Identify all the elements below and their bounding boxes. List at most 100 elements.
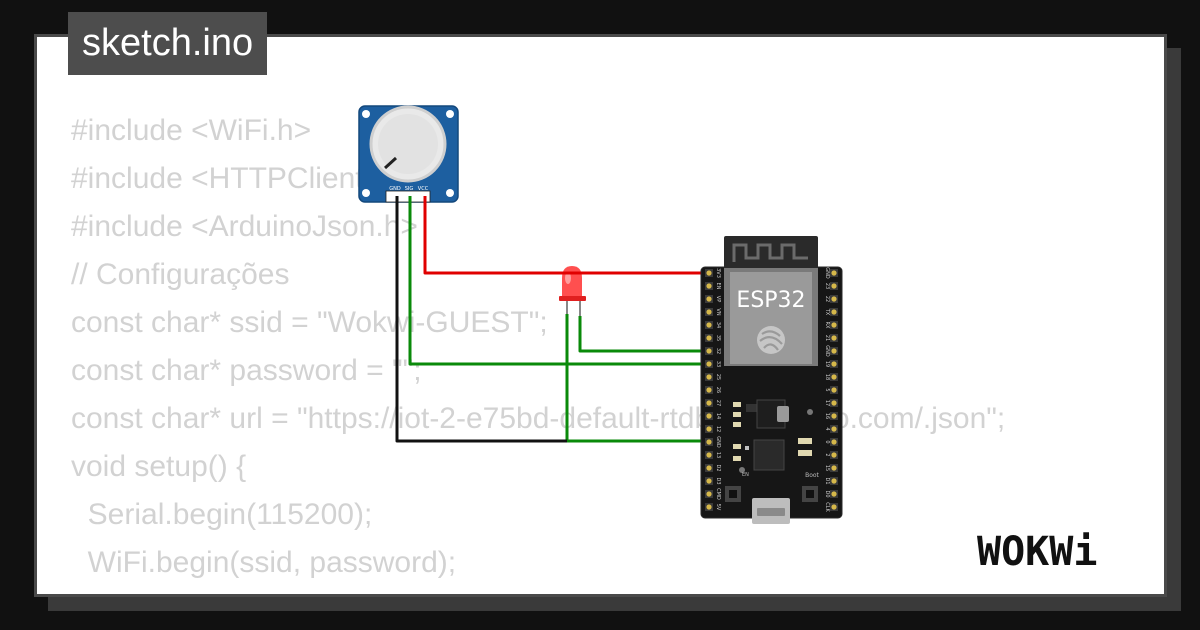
header-pin-hole <box>831 465 837 471</box>
code-line: const char* password = ""; <box>71 354 422 387</box>
header-pin-hole <box>706 387 712 393</box>
pin-label: 15 <box>824 465 830 471</box>
pin-label: 5V <box>715 504 721 511</box>
header-pin-hole <box>706 439 712 445</box>
header-pin-hole <box>831 361 837 367</box>
header-pin-hole <box>706 361 712 367</box>
pin-label: GND <box>824 345 830 357</box>
wokwi-logo: WOKWi <box>977 529 1097 575</box>
code-line: const char* ssid = "Wokwi-GUEST"; <box>71 306 548 339</box>
wire-vcc-red <box>423 196 708 275</box>
wire-led-anode-green <box>578 316 708 353</box>
pin-label: TX <box>824 308 830 316</box>
boot-label: Boot <box>805 472 819 479</box>
header-pin-hole <box>831 426 837 432</box>
header-pin-hole <box>706 283 712 289</box>
pin-label: 21 <box>824 335 830 341</box>
header-pin-hole <box>831 335 837 341</box>
pin-label: 25 <box>715 374 721 380</box>
header-pin-hole <box>706 478 712 484</box>
pin-label: 0 <box>824 440 830 443</box>
header-pin-hole <box>706 452 712 458</box>
pin-label: GND <box>715 436 721 448</box>
pin-label: 18 <box>824 374 830 380</box>
header-pin-hole <box>706 465 712 471</box>
en-label: EN <box>742 472 749 478</box>
header-pin-hole <box>706 322 712 328</box>
esp32-board[interactable]: ESP32 EN Boot 3V3ENVPVN34353233252627141… <box>700 236 843 524</box>
header-pin-hole <box>831 504 837 510</box>
usb-chip <box>753 439 785 471</box>
pin-label: D2 <box>715 464 721 471</box>
header-pin-hole <box>831 296 837 302</box>
potentiometer[interactable]: GND SIG VCC <box>358 105 459 203</box>
header-pin-hole <box>706 296 712 302</box>
header-pin-hole <box>831 439 837 445</box>
pin-label: D3 <box>715 477 721 484</box>
pin-label: D0 <box>824 490 830 497</box>
pin-label: RX <box>824 322 830 329</box>
pin-label: CLK <box>824 502 830 512</box>
code-line: WiFi.begin(ssid, password); <box>71 546 457 579</box>
pin-label: 17 <box>824 400 830 406</box>
file-title: sketch.ino <box>68 12 268 75</box>
header-pin-hole <box>831 387 837 393</box>
code-line: // Configurações <box>71 258 290 291</box>
pin-label: CMD <box>715 488 721 500</box>
code-line: Serial.begin(115200); <box>71 498 373 531</box>
espressif-logo-icon <box>757 326 785 354</box>
pin-label: 33 <box>715 361 721 367</box>
pin-label: 2 <box>824 453 830 456</box>
esp32-label: ESP32 <box>736 288 805 313</box>
header-pin-hole <box>706 348 712 354</box>
header-pin-hole <box>706 400 712 406</box>
header-pin-hole <box>706 270 712 276</box>
code-line: void setup() { <box>71 450 247 483</box>
code-editor: #include <WiFi.h>#include <HTTPClient.h>… <box>71 107 1005 587</box>
brand-wordmark: WOKWi <box>977 529 1097 575</box>
header-pin-hole <box>706 413 712 419</box>
pin-label: D1 <box>824 477 830 484</box>
header-pin-hole <box>831 322 837 328</box>
code-line: #include <WiFi.h> <box>71 114 312 147</box>
pin-label: 23 <box>824 283 830 289</box>
pin-label: EN <box>715 283 721 290</box>
header-pin-hole <box>706 491 712 497</box>
pin-label: 34 <box>715 322 721 328</box>
wires <box>395 196 708 443</box>
wire-led-cathode-green <box>565 314 708 443</box>
header-pin-hole <box>831 400 837 406</box>
pin-label: 19 <box>824 361 830 367</box>
pin-label: 14 <box>715 413 721 419</box>
header-pin-hole <box>831 478 837 484</box>
header-pin-hole <box>706 335 712 341</box>
pin-label: 27 <box>715 400 721 406</box>
pin-label: VN <box>715 308 721 315</box>
header-pin-hole <box>831 309 837 315</box>
header-pin-hole <box>831 413 837 419</box>
pin-label: 13 <box>715 452 721 458</box>
sketch-card: #include <WiFi.h>#include <HTTPClient.h>… <box>34 34 1167 597</box>
header-pin-hole <box>831 283 837 289</box>
wire-gnd-black <box>395 196 567 443</box>
pot-pin-label: GND <box>389 186 401 192</box>
pin-label: 26 <box>715 387 721 393</box>
pin-label: 4 <box>824 427 830 430</box>
pin-label: 22 <box>824 296 830 302</box>
pin-label: 3V3 <box>715 268 721 278</box>
pin-label: 12 <box>715 426 721 432</box>
code-line: const char* url = "https://iot-2-e75bd-d… <box>71 402 1006 435</box>
header-pin-hole <box>831 374 837 380</box>
pot-pin-label: SIG <box>405 186 414 192</box>
pin-label: 32 <box>715 348 721 354</box>
header-pin-hole <box>706 504 712 510</box>
pin-label: GND <box>824 267 830 279</box>
pin-label: 16 <box>824 413 830 419</box>
header-pin-hole <box>706 374 712 380</box>
header-pin-hole <box>831 348 837 354</box>
header-pin-hole <box>831 452 837 458</box>
header-pin-hole <box>706 426 712 432</box>
pin-label: 5 <box>824 388 830 391</box>
pin-label: 35 <box>715 335 721 341</box>
